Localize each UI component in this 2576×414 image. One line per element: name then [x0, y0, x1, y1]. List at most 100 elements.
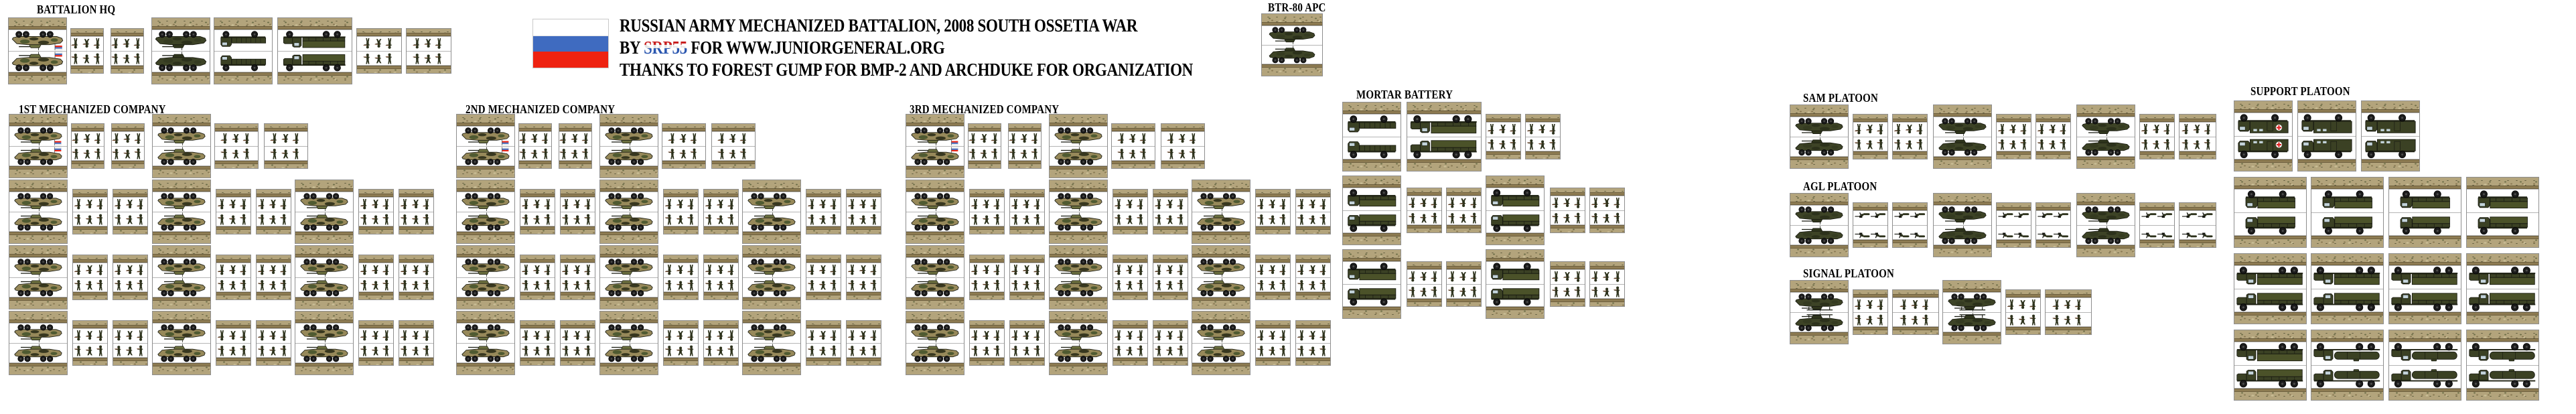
camo-strip	[1050, 246, 1107, 257]
infantry-squad-icon	[1010, 263, 1044, 277]
camo-strip	[1407, 159, 1481, 171]
counter-cell-bottom	[278, 50, 352, 72]
infantry-squad-icon	[216, 198, 251, 212]
infantry-squad-icon	[73, 278, 107, 292]
signal-platoon-label: SIGNAL PLATOON	[1803, 268, 1895, 281]
1st-mechanized-company-infantry-counter	[113, 189, 148, 234]
counter-cell-bottom	[1893, 312, 1938, 326]
counter-cell-bottom	[520, 277, 555, 291]
infantry-squad-icon	[113, 212, 147, 226]
infantry-squad-icon	[1161, 147, 1204, 161]
counter-cell-bottom	[1790, 224, 1848, 245]
camo-strip	[1893, 115, 1927, 122]
camo-strip	[153, 297, 210, 309]
camo-strip	[2234, 330, 2306, 342]
sam-platoon-infantry-counter	[1892, 114, 1928, 159]
infantry-squad-icon	[1009, 147, 1041, 161]
btr80-apc-icon	[153, 278, 210, 297]
infantry-squad-icon	[1256, 278, 1290, 292]
counter-cell-bottom	[906, 211, 964, 232]
camo-strip	[457, 165, 514, 178]
camo-strip	[9, 297, 67, 309]
infantry-squad-icon	[847, 212, 881, 226]
counter-cell-top	[806, 263, 841, 277]
camo-strip	[1590, 224, 1624, 232]
camo-strip	[1050, 165, 1107, 178]
counter-cell-top	[359, 328, 393, 343]
camo-strip	[1790, 194, 1848, 205]
counter-cell-top	[1256, 328, 1290, 343]
counter-cell-bottom	[1161, 145, 1204, 161]
infantry-squad-icon	[257, 198, 291, 212]
camo-strip	[265, 160, 307, 168]
counter-cell-bottom	[72, 145, 104, 160]
counter-cell-bottom	[970, 211, 1004, 226]
camo-strip	[1551, 262, 1585, 269]
camo-strip	[1010, 226, 1044, 234]
box-truck-icon	[2298, 113, 2356, 136]
counter-cell-bottom	[71, 50, 103, 65]
counter-cell-top	[906, 323, 964, 343]
camo-strip	[1407, 262, 1441, 269]
infantry-squad-icon	[73, 212, 107, 226]
counter-cell-top	[2234, 265, 2306, 289]
counter-cell-bottom	[2298, 135, 2356, 159]
camo-strip	[1113, 190, 1147, 197]
counter-cell-bottom	[1112, 145, 1155, 160]
3rd-mechanized-company-vehicle-counter	[906, 180, 964, 244]
battalion-hq-vehicle-counter	[8, 17, 67, 84]
3rd-mechanized-company-infantry-counter	[969, 255, 1005, 300]
counter-cell-bottom	[407, 50, 451, 65]
infantry-squad-icon	[704, 329, 738, 343]
3rd-mechanized-company-vehicle-counter	[906, 311, 964, 375]
fuel-tanker-icon	[2389, 342, 2461, 365]
counter-cell-top	[2036, 122, 2070, 137]
counter-cell-bottom	[111, 50, 143, 65]
counter-cell-bottom	[1590, 210, 1624, 225]
camo-strip	[1113, 255, 1147, 263]
infantry-squad-icon	[1010, 198, 1044, 212]
camo-strip	[359, 357, 393, 365]
camo-strip	[2036, 115, 2070, 122]
counter-cell-top	[1997, 210, 2031, 225]
sam-platoon-infantry-counter	[1853, 114, 1888, 159]
counter-cell-bottom	[295, 342, 353, 362]
counter-cell-bottom	[1050, 342, 1107, 362]
infantry-squad-icon	[1010, 329, 1044, 343]
infantry-squad-icon	[357, 37, 401, 51]
counter-cell-top	[1050, 323, 1107, 343]
2nd-mechanized-company-vehicle-counter	[599, 245, 658, 309]
camo-strip	[906, 297, 964, 309]
camo-strip	[9, 362, 67, 374]
infantry-squad-icon	[1590, 211, 1624, 225]
camo-strip	[1790, 105, 1848, 117]
camo-strip	[1343, 232, 1401, 245]
counter-cell-bottom	[457, 342, 514, 362]
fuel-tanker-icon	[2467, 342, 2538, 365]
camo-strip	[9, 180, 67, 192]
counter-cell-bottom	[214, 50, 272, 72]
btr80-apc-icon	[906, 212, 964, 232]
counter-cell-top	[111, 36, 143, 51]
counter-cell-bottom	[1153, 277, 1188, 291]
btr80-apc-icon	[9, 147, 67, 166]
camo-strip	[1407, 188, 1441, 196]
camo-strip	[1153, 321, 1188, 328]
btr80-apc-icon	[457, 127, 514, 146]
camo-strip	[906, 180, 964, 192]
infantry-squad-icon	[561, 278, 595, 292]
agl-platoon-infantry-counter	[1892, 202, 1928, 248]
counter-cell-bottom	[847, 342, 881, 357]
camo-strip	[295, 246, 353, 257]
2nd-mechanized-company-vehicle-counter	[599, 311, 658, 375]
infantry-squad-icon	[1486, 123, 1520, 137]
support-platoon-vehicle-counter	[2388, 253, 2461, 324]
counter-cell-top	[1551, 196, 1585, 210]
counter-cell-bottom	[704, 277, 738, 291]
camo-strip	[214, 72, 272, 84]
support-platoon-label: SUPPORT PLATOON	[2250, 86, 2350, 98]
btr80-apc-icon	[1050, 258, 1107, 277]
camo-strip	[2006, 326, 2040, 334]
infantry-squad-icon	[1447, 285, 1481, 299]
title-lines: RUSSIAN ARMY MECHANIZED BATTALION, 2008 …	[620, 12, 1356, 80]
